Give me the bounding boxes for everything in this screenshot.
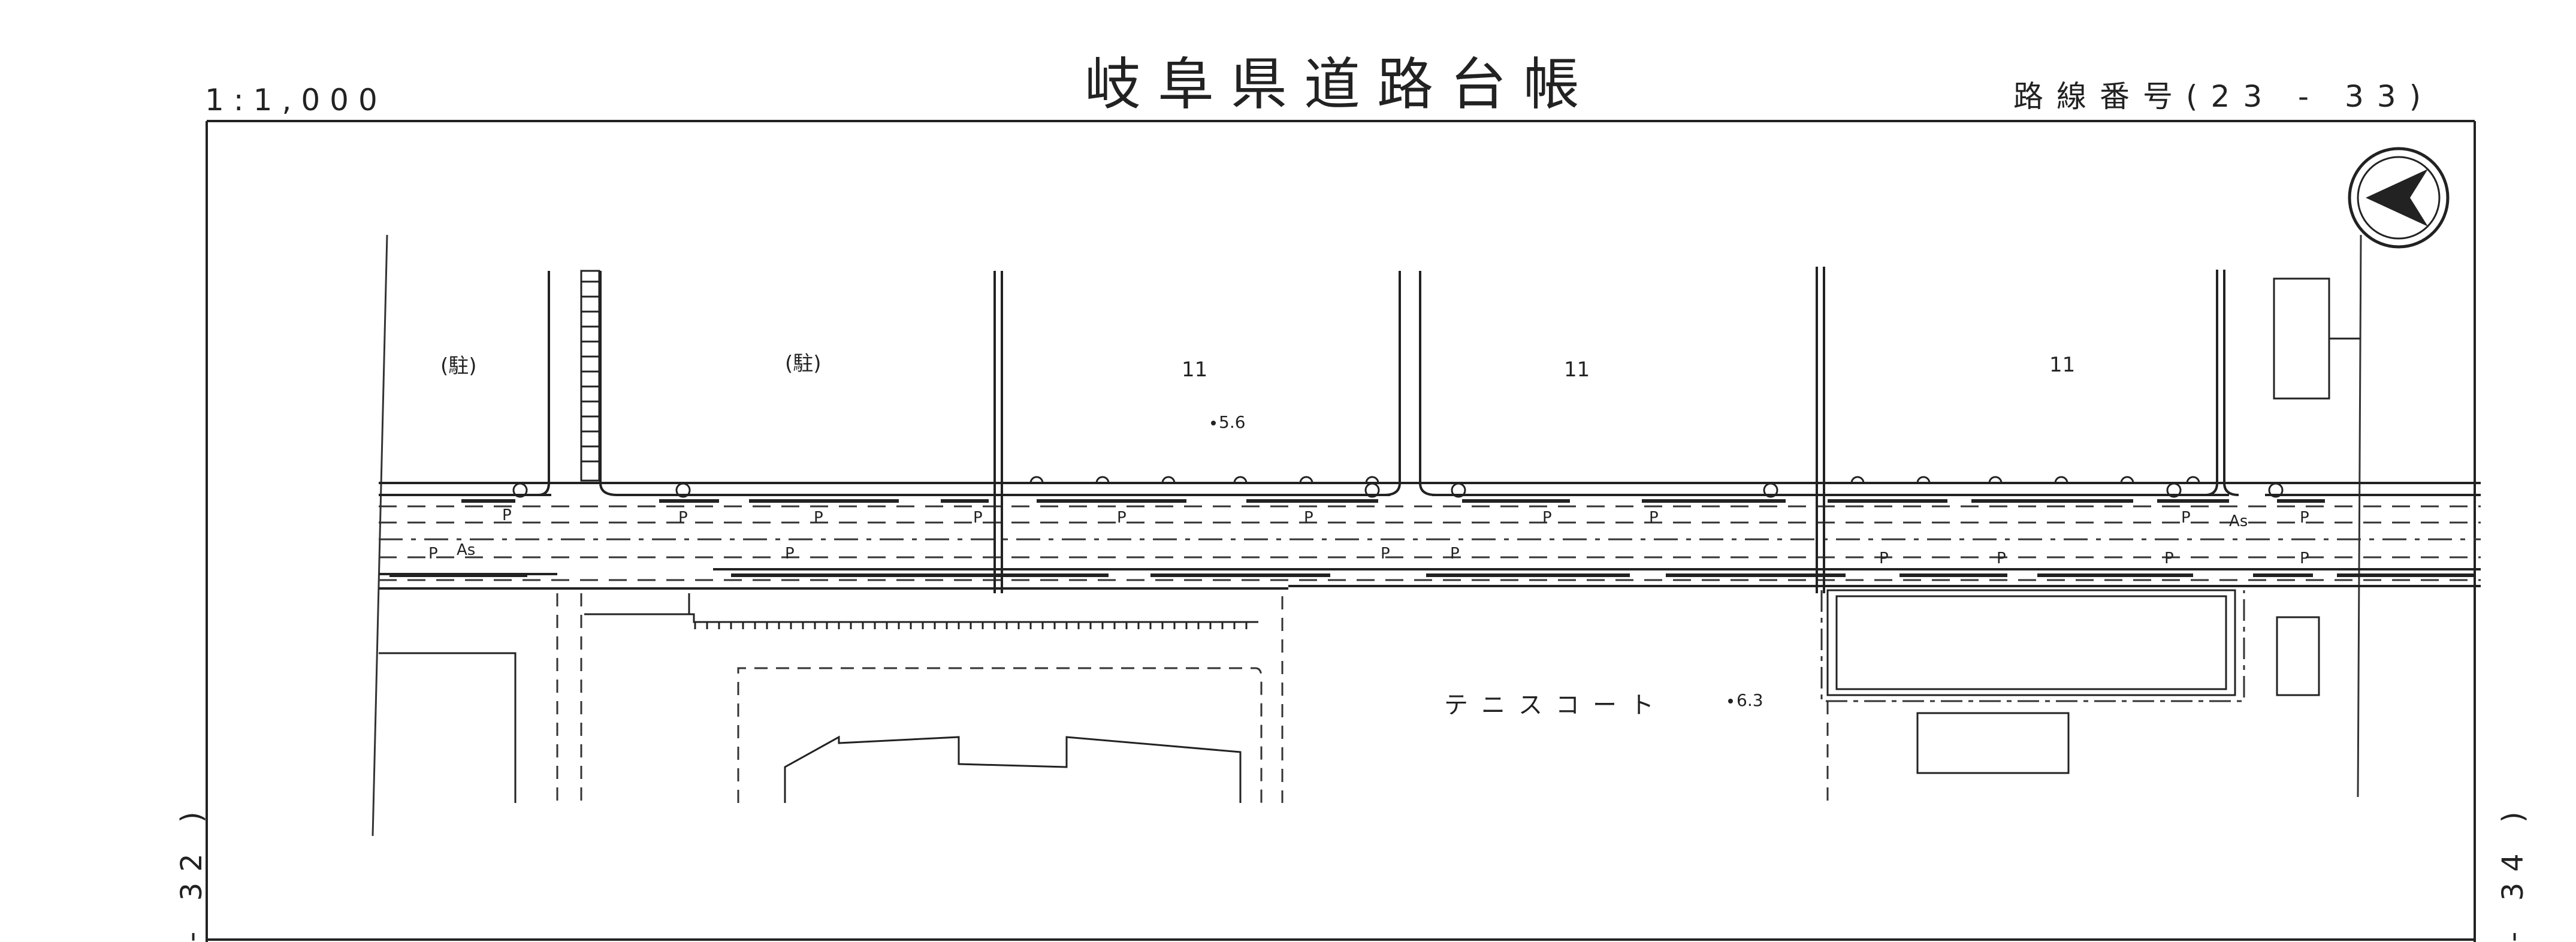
- tennis-court-boundary: [1820, 590, 2245, 702]
- map-area-boundary: [372, 234, 2362, 837]
- property-lines: [556, 593, 1829, 803]
- pole-marker: P: [1450, 545, 1460, 563]
- asphalt-label-right: As: [2229, 512, 2248, 530]
- north-arrow-icon: [2348, 147, 2450, 249]
- pole-marker: P: [973, 509, 983, 527]
- scale-label: 1:1,000: [205, 83, 387, 117]
- mark-label-2: 11: [1564, 358, 1590, 382]
- curb-bars: [389, 499, 2475, 577]
- tennis-court-label: テニスコート: [1444, 692, 1667, 719]
- pole-markers: P P P P P P P P P P P P P P P P P P: [428, 506, 2309, 567]
- route-number: 路線番号(23 - 33): [2013, 79, 2435, 114]
- parking-label-2: (駐): [785, 352, 822, 376]
- lane-markings: [379, 505, 2481, 581]
- pole-marker: P: [785, 545, 795, 563]
- mark-label-3: 11: [2049, 353, 2075, 377]
- elevation-label-2: 6.3: [1737, 690, 1763, 710]
- pole-marker: P: [2164, 550, 2174, 567]
- parking-label-1: (駐): [440, 354, 477, 378]
- pole-marker: P: [1304, 509, 1313, 527]
- pole-marker: P: [1649, 509, 1659, 527]
- road-edges: [379, 482, 2481, 590]
- roadside-circles: [512, 476, 2284, 498]
- hatched-wall: [580, 270, 600, 482]
- pole-marker: P: [1879, 550, 1889, 567]
- sheet-title: 岐阜県道路台帳: [1085, 52, 1597, 117]
- pole-marker: P: [1997, 550, 2006, 567]
- mark-label-1: 11: [1182, 358, 1207, 382]
- pole-marker: P: [2300, 550, 2309, 567]
- pole-marker: P: [2181, 509, 2191, 527]
- pole-marker: P: [1381, 545, 1390, 563]
- pole-marker: P: [1542, 509, 1552, 527]
- pole-marker: P: [678, 509, 688, 527]
- elevation-label-1: 5.6: [1219, 412, 1246, 432]
- side-streets: [537, 267, 2239, 593]
- pole-marker: P: [2300, 509, 2309, 527]
- plaza-edge: [584, 593, 1258, 629]
- sheet-frame: [206, 120, 2476, 942]
- pole-marker: P: [428, 545, 438, 563]
- asphalt-label-left: As: [457, 541, 475, 559]
- map-labels: (駐) (駐) 11 11 11 5.6 6.3 テニスコート As As: [440, 352, 2248, 719]
- buildings: [379, 277, 2361, 803]
- elevation-points: [1211, 421, 1733, 704]
- pole-marker: P: [1117, 509, 1127, 527]
- pole-marker: P: [502, 506, 512, 524]
- pole-marker: P: [814, 509, 823, 527]
